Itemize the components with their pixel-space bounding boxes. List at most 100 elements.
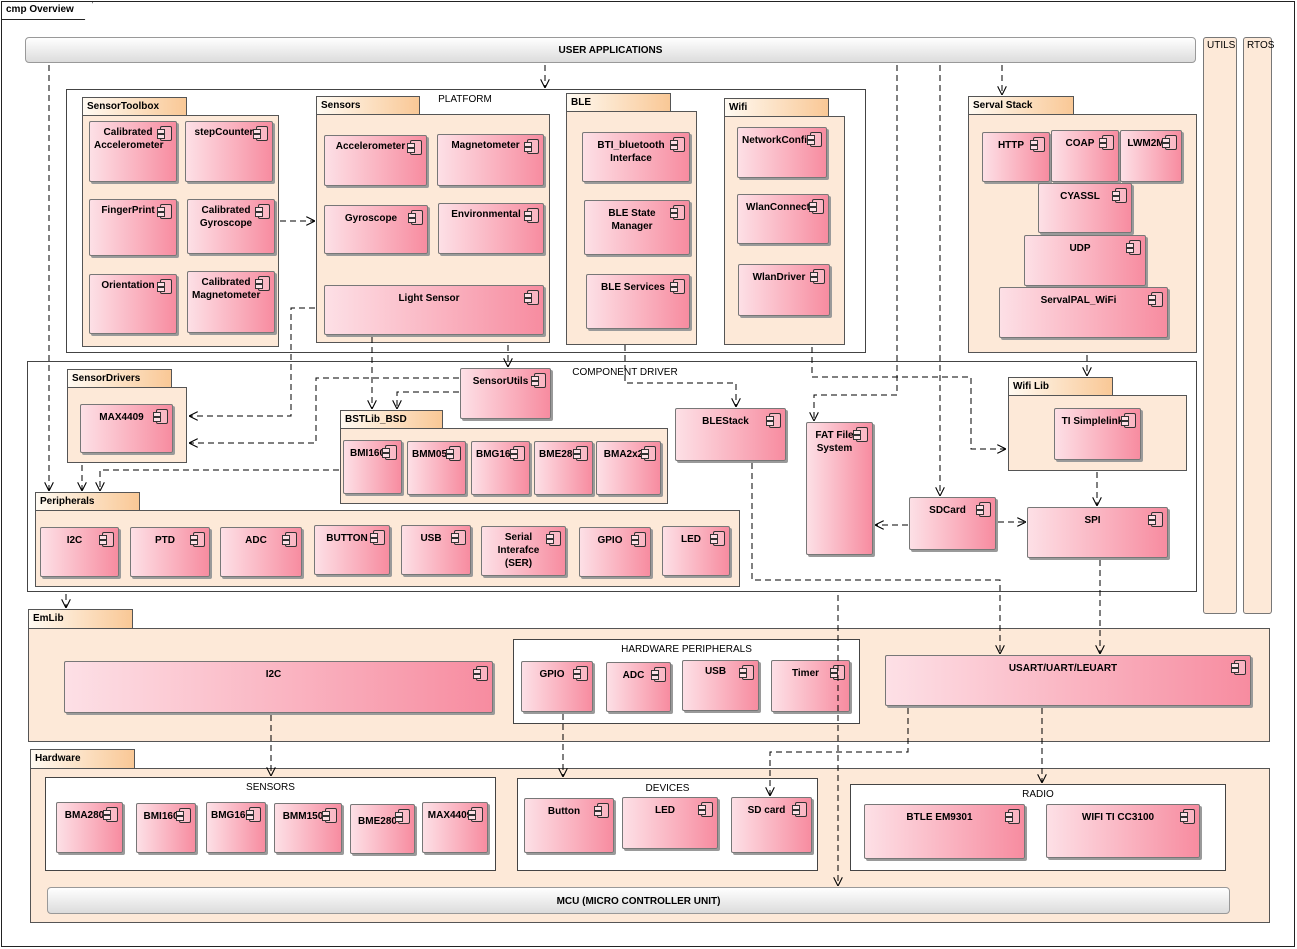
coap-component[interactable]: COAP (1051, 130, 1119, 182)
component-icon (157, 126, 172, 141)
wlan-connect-component[interactable]: WlanConnect (737, 194, 829, 244)
udp-component[interactable]: UDP (1024, 235, 1146, 286)
component-icon (282, 532, 297, 547)
i2c-peripheral-component[interactable]: I2C (40, 527, 119, 577)
http-component[interactable]: HTTP (982, 132, 1050, 182)
environmental-component[interactable]: Environmental (438, 203, 544, 254)
component-icon (766, 413, 781, 428)
adc-emlib-component[interactable]: ADC (606, 662, 671, 712)
component-icon (1162, 135, 1177, 150)
mcu-bar[interactable]: MCU (MICRO CONTROLLER UNIT) (47, 887, 1230, 914)
bmm150-hw-component[interactable]: BMM150 (274, 803, 342, 853)
hardware-tab: Hardware (30, 749, 135, 768)
component-icon (246, 807, 261, 822)
hw-sensors-group (45, 777, 496, 871)
spi-component[interactable]: SPI (1027, 507, 1168, 558)
serval-pal-wifi-component[interactable]: ServalPAL_WiFi (999, 287, 1168, 338)
bstlib-tab: BSTLib_BSD (340, 410, 443, 428)
fingerprint-component[interactable]: FingerPrint (89, 199, 177, 256)
component-icon (322, 808, 337, 823)
utils-bar[interactable]: UTILS (1203, 37, 1237, 614)
timer-emlib-component[interactable]: Timer (771, 660, 850, 712)
fat-file-system-component[interactable]: FAT File System (806, 422, 873, 555)
arrow-wifi-to-wifilib (811, 347, 1006, 449)
mcu-label: MCU (MICRO CONTROLLER UNIT) (556, 896, 721, 907)
gpio-emlib-component[interactable]: GPIO (521, 661, 593, 712)
component-icon (190, 532, 205, 547)
accelerometer-component[interactable]: Accelerometer (324, 135, 427, 186)
bme280-hw-component[interactable]: BME280 (350, 804, 415, 854)
gpio-peripheral-component[interactable]: GPIO (579, 527, 651, 577)
ti-simplelink-component[interactable]: TI Simplelink (1054, 408, 1141, 460)
emlib-tab: EmLib (28, 609, 133, 628)
component-icon (710, 531, 725, 546)
adc-peripheral-component[interactable]: ADC (220, 527, 302, 577)
orientation-component[interactable]: Orientation (89, 274, 177, 334)
component-icon (510, 446, 525, 461)
component-icon (157, 204, 172, 219)
bmm050-lib-component[interactable]: BMM050 (407, 441, 466, 495)
ble-tab: BLE (566, 93, 671, 111)
user-applications-label: USER APPLICATIONS (558, 45, 663, 56)
bme280-lib-component[interactable]: BME280 (534, 441, 593, 495)
rtos-bar[interactable]: RTOS (1243, 37, 1275, 614)
calibrated-gyroscope-component[interactable]: Calibrated Gyroscope (187, 199, 275, 254)
sensor-utils-component[interactable]: SensorUtils (460, 368, 551, 419)
magnetometer-component[interactable]: Magnetometer (437, 134, 544, 186)
hw-radio-label: RADIO (1022, 789, 1054, 800)
serial-interface-peripheral-component[interactable]: Serial Interafce (SER) (481, 526, 566, 576)
component-icon (1148, 292, 1163, 307)
user-applications-bar[interactable]: USER APPLICATIONS (25, 37, 1196, 63)
ptd-peripheral-component[interactable]: PTD (130, 527, 210, 577)
bmi160-hw-component[interactable]: BMI160 (136, 803, 196, 853)
led-hw-component[interactable]: LED (622, 797, 718, 849)
component-icon (1126, 240, 1141, 255)
component-icon (807, 132, 822, 147)
sensors-tab: Sensors (316, 96, 420, 114)
i2c-emlib-component[interactable]: I2C (64, 661, 493, 713)
light-sensor-component[interactable]: Light Sensor (324, 285, 544, 335)
sd-card-hw-component[interactable]: SD card (731, 797, 812, 853)
max4409-hw-component[interactable]: MAX4409 (422, 802, 488, 853)
component-icon (468, 807, 483, 822)
wlan-driver-component[interactable]: WlanDriver (738, 264, 830, 316)
arrow-usart-to-sdcard (770, 708, 909, 796)
usb-emlib-component[interactable]: USB (682, 660, 759, 711)
max4409-driver-component[interactable]: MAX4409 (80, 404, 173, 453)
ble-services-component[interactable]: BLE Services (586, 274, 690, 329)
usart-uart-leuart-component[interactable]: USART/UART/LEUART (885, 655, 1251, 706)
button-peripheral-component[interactable]: BUTTON (314, 525, 390, 575)
blestack-component[interactable]: BLEStack (675, 408, 786, 461)
bmg160-lib-component[interactable]: BMG160 (471, 441, 530, 495)
sensor-toolbox-tab: SensorToolbox (82, 97, 187, 115)
wifi-tab: Wifi (724, 98, 829, 116)
cyassl-component[interactable]: CYASSL (1038, 183, 1132, 233)
bmg160-hw-component[interactable]: BMG160 (206, 802, 266, 853)
ble-state-manager-component[interactable]: BLE State Manager (584, 200, 690, 255)
led-peripheral-component[interactable]: LED (662, 526, 730, 576)
calibrated-accelerometer-component[interactable]: Calibrated Accelerometer (89, 121, 177, 182)
lwm2m-component[interactable]: LWM2M (1120, 130, 1182, 182)
rtos-label: RTOS (1247, 40, 1275, 51)
bma280-hw-component[interactable]: BMA280 (56, 802, 123, 853)
component-icon (670, 279, 685, 294)
component-icon (670, 205, 685, 220)
calibrated-magnetometer-component[interactable]: Calibrated Magnetometer (187, 271, 275, 333)
usb-peripheral-component[interactable]: USB (401, 525, 471, 575)
btle-em9301-component[interactable]: BTLE EM9301 (864, 804, 1025, 859)
sdcard-component[interactable]: SDCard (909, 497, 996, 550)
component-icon (853, 427, 868, 442)
component-icon (976, 502, 991, 517)
wifi-ti-cc3100-component[interactable]: WIFI TI CC3100 (1046, 804, 1200, 858)
bma2x2-lib-component[interactable]: BMA2x2 (596, 441, 661, 495)
gyroscope-component[interactable]: Gyroscope (324, 205, 428, 254)
component-icon (395, 809, 410, 824)
network-config-component[interactable]: NetworkConfig (737, 127, 827, 178)
bmi160-lib-component[interactable]: BMI160 (343, 440, 402, 494)
arrow-blestack-to-usart (751, 463, 1000, 654)
button-hw-component[interactable]: Button (524, 798, 614, 853)
bti-bluetooth-interface-component[interactable]: BTI_bluetooth Interface (582, 132, 690, 182)
step-counter-component[interactable]: stepCounter (185, 121, 273, 182)
component-icon (1121, 413, 1136, 428)
